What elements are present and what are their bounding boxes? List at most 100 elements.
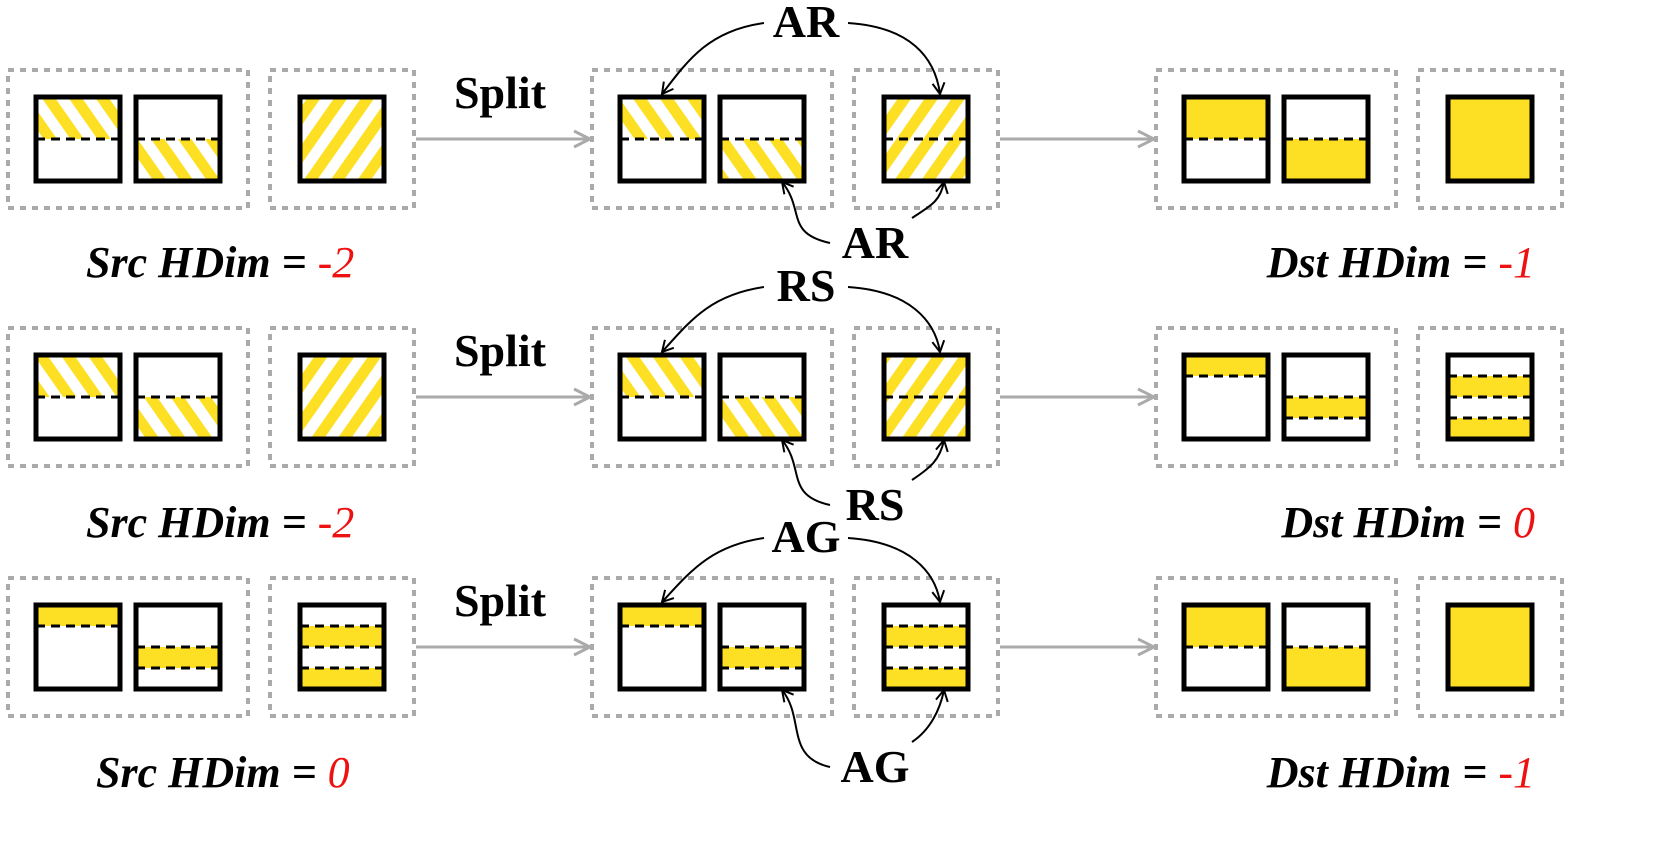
cell-border bbox=[1281, 94, 1371, 184]
filled-region bbox=[620, 605, 704, 626]
collective-stage bbox=[590, 68, 1000, 210]
cell-border bbox=[881, 94, 971, 184]
tensor-cell bbox=[133, 602, 223, 692]
device-group-box bbox=[268, 68, 416, 210]
device-group-box bbox=[852, 576, 1000, 718]
filled-region bbox=[300, 626, 384, 647]
tensor-cell bbox=[133, 352, 223, 442]
cell-border bbox=[1181, 352, 1271, 442]
filled-region bbox=[1184, 97, 1268, 139]
device-group-box bbox=[1154, 326, 1398, 468]
collective-stage bbox=[590, 326, 1000, 468]
filled-region bbox=[1284, 139, 1368, 181]
dst-caption-value: -1 bbox=[1498, 238, 1535, 287]
tensor-cell bbox=[33, 352, 123, 442]
filled-region bbox=[1184, 605, 1268, 647]
cell-border bbox=[617, 602, 707, 692]
device-group-box bbox=[6, 326, 250, 468]
hatched-region bbox=[136, 397, 220, 439]
cell-border bbox=[1181, 94, 1271, 184]
source-stage bbox=[6, 68, 416, 210]
filled-region bbox=[1448, 605, 1532, 689]
src-caption-value: -2 bbox=[318, 498, 355, 547]
tensor-cell bbox=[881, 94, 971, 184]
dst-caption-text: Dst HDim = bbox=[1266, 748, 1499, 797]
tensor-cell bbox=[617, 602, 707, 692]
dst-caption-value: 0 bbox=[1513, 498, 1535, 547]
collective-op-label-top: AR bbox=[773, 0, 840, 47]
cell-border bbox=[133, 352, 223, 442]
tensor-cell bbox=[881, 352, 971, 442]
tensor-cell bbox=[1445, 352, 1535, 442]
cell-border bbox=[297, 602, 387, 692]
device-group-box bbox=[590, 326, 834, 468]
split-label: Split bbox=[454, 575, 547, 626]
dst-caption-value: -1 bbox=[1498, 748, 1535, 797]
hatched-region bbox=[36, 97, 120, 139]
hatched-region bbox=[720, 397, 804, 439]
device-group-box bbox=[590, 68, 834, 210]
device-group-box bbox=[1154, 576, 1398, 718]
filled-region bbox=[1184, 355, 1268, 376]
collective-op-label-top: RS bbox=[777, 260, 836, 311]
cell-border bbox=[617, 94, 707, 184]
device-group-box bbox=[1416, 326, 1564, 468]
tensor-cell bbox=[1445, 602, 1535, 692]
src-caption: Src HDim = 0 bbox=[96, 748, 350, 797]
op-arrow-top-left bbox=[662, 537, 765, 602]
cell-border bbox=[133, 602, 223, 692]
filled-region bbox=[36, 605, 120, 626]
tensor-cell bbox=[133, 94, 223, 184]
tensor-cell bbox=[1181, 602, 1271, 692]
cell-border bbox=[1281, 352, 1371, 442]
tensor-cell bbox=[297, 352, 387, 442]
src-caption-text: Src HDim = bbox=[86, 238, 318, 287]
collective-stage bbox=[590, 576, 1000, 718]
tensor-cell bbox=[33, 94, 123, 184]
device-group-box bbox=[852, 326, 1000, 468]
hatched-region bbox=[884, 97, 968, 181]
filled-region bbox=[136, 647, 220, 668]
cell-border bbox=[33, 94, 123, 184]
collective-op-label-bottom: AR bbox=[842, 217, 909, 268]
tensor-cell bbox=[1445, 94, 1535, 184]
cell-border bbox=[717, 602, 807, 692]
hatched-region bbox=[36, 355, 120, 397]
tensor-cell bbox=[881, 602, 971, 692]
device-group-box bbox=[268, 326, 416, 468]
tensor-cell bbox=[717, 352, 807, 442]
cell-border bbox=[33, 352, 123, 442]
op-arrow-top-right bbox=[847, 22, 940, 94]
device-group-box bbox=[6, 68, 250, 210]
cell-border bbox=[1445, 602, 1535, 692]
destination-stage bbox=[1154, 326, 1564, 468]
op-arrow-top-right bbox=[847, 286, 940, 352]
cell-border bbox=[617, 352, 707, 442]
op-arrow-bottom-right bbox=[911, 690, 944, 743]
op-arrow-top-left bbox=[662, 22, 765, 94]
filled-region bbox=[300, 668, 384, 689]
tensor-cell bbox=[1181, 352, 1271, 442]
source-stage bbox=[6, 326, 416, 468]
tensor-cell bbox=[297, 602, 387, 692]
dst-caption: Dst HDim = -1 bbox=[1266, 238, 1535, 287]
collective-op-label-bottom: RS bbox=[846, 479, 905, 530]
destination-stage bbox=[1154, 576, 1564, 718]
split-label: Split bbox=[454, 67, 547, 118]
src-caption-text: Src HDim = bbox=[86, 498, 318, 547]
src-caption-value: 0 bbox=[328, 748, 350, 797]
cell-border bbox=[1445, 352, 1535, 442]
op-arrow-bottom-left bbox=[782, 690, 831, 768]
tensor-cell bbox=[1281, 94, 1371, 184]
hatched-region bbox=[620, 355, 704, 397]
tensor-cell bbox=[1281, 602, 1371, 692]
tensor-cell bbox=[297, 94, 387, 184]
src-caption-text: Src HDim = bbox=[96, 748, 328, 797]
hatched-region bbox=[620, 97, 704, 139]
src-caption: Src HDim = -2 bbox=[86, 238, 354, 287]
tensor-cell bbox=[617, 94, 707, 184]
destination-stage bbox=[1154, 68, 1564, 210]
